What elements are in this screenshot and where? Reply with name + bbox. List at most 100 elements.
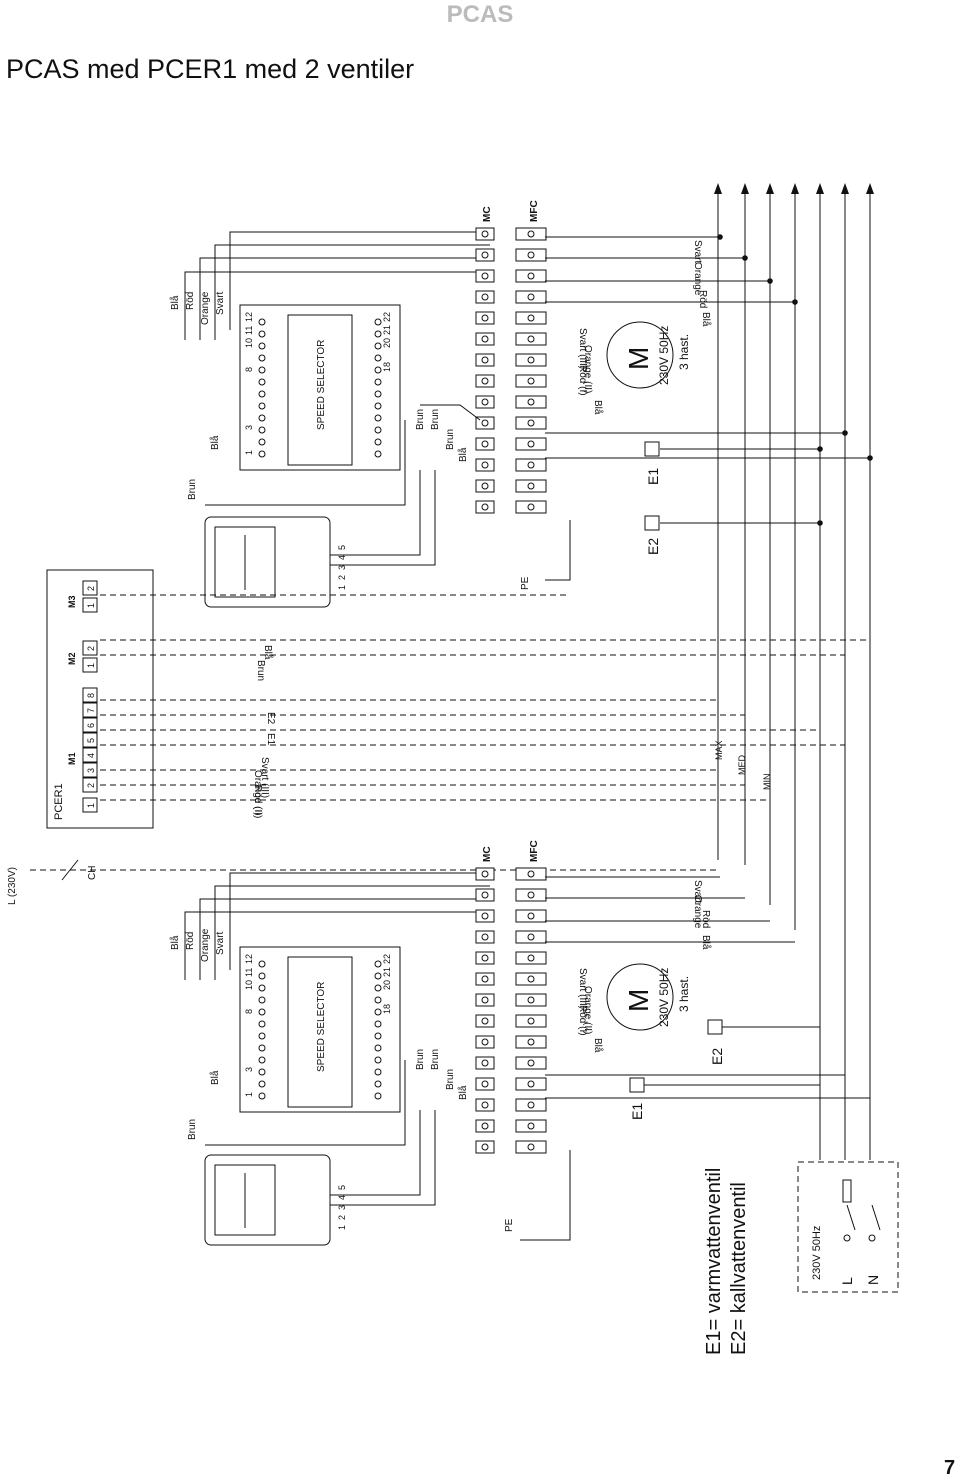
mfc-terminal [515,500,547,514]
terminal-screw [481,398,489,406]
mc-terminal [475,311,495,325]
terminal-screw [527,314,535,322]
bottom-motor-spec: 230V 50Hz [657,968,671,1027]
mc-terminal [475,500,495,514]
pcer1-bus-4: E1 [265,733,276,746]
top-motor-speeds: 3 hast. [677,334,691,370]
top-thermostat-t5: 5 [337,545,347,550]
terminal-screw [481,482,489,490]
top-right-wire-2: Orange [692,262,703,296]
selector-terminal [374,390,382,398]
selector-terminal [374,1008,382,1016]
pcer1-m1: M1 [67,752,77,765]
mfc-terminal [515,930,547,944]
terminal-screw [527,996,535,1004]
terminal-screw [527,503,535,511]
terminal-screw [481,1122,489,1130]
bottom-motor-wire-4: Svart (III) [577,968,588,1009]
pcer1-speed-max: MAX [714,740,724,760]
bottom-right-wire-1: Svart [692,880,703,904]
terminal-screw [481,335,489,343]
selector-terminal-label: 20 [382,338,392,348]
terminal-screw [481,912,489,920]
bottom-thermostat-t1: 1 [337,1225,347,1230]
bottom-valve-e1: E1 [629,1103,645,1120]
bottom-valve-e2: E2 [709,1048,725,1065]
mfc-terminal [515,416,547,430]
bottom-wire-label-bla: Blå [209,1070,221,1085]
selector-terminal [374,438,382,446]
terminal-screw [481,933,489,941]
mc-terminal [475,1014,495,1028]
bottom-right-wire-2: Orange [692,895,703,929]
pcer1-terminal-label: 2 [86,586,96,591]
terminal-screw [527,1017,535,1025]
top-wire-label-3: Orange [200,291,211,325]
mc-terminal [475,909,495,923]
bottom-mfc-label: MFC [529,840,540,862]
bottom-motor-symbol: M [623,989,654,1012]
terminal-screw [481,230,489,238]
terminal-screw [481,440,489,448]
brand-label: PCAS [447,1,514,28]
mc-terminal [475,479,495,493]
top-unit: Brun Blå Blå Röd Orange Svart SPEED SELE… [169,200,873,608]
selector-terminal [258,960,266,968]
top-wire-label-1: Blå [169,295,181,310]
mc-terminal [475,395,495,409]
pcer1-m3: M3 [67,595,77,608]
selector-terminal-label: 12 [244,954,254,964]
mfc-terminal [515,1098,547,1112]
pcer1-terminal-label: 2 [86,646,96,651]
bottom-pe-label: PE [504,1218,515,1232]
selector-terminal [374,318,382,326]
terminal-screw [481,891,489,899]
selector-terminal-label: 1 [244,450,254,455]
selector-terminal [374,1020,382,1028]
legend-e2: E2= kallvattenventil [728,1182,750,1355]
top-valve-e1: E1 [645,468,661,485]
selector-terminal-label: 10 [244,980,254,990]
terminal-screw [481,996,489,1004]
selector-terminal [258,402,266,410]
terminal-screw [481,314,489,322]
bottom-thermostat-t2: 2 [337,1215,347,1220]
selector-terminal-label: 22 [382,312,392,322]
terminal-screw [527,377,535,385]
selector-terminal-label: 21 [382,967,392,977]
selector-terminal [258,1056,266,1064]
top-motor-wire-1: Blå [592,400,604,415]
mc-terminal [475,867,495,881]
mc-terminal [475,888,495,902]
mc-terminal [475,930,495,944]
mfc-terminal [515,290,547,304]
mfc-terminal [515,269,547,283]
mc-terminal [475,951,495,965]
terminal-screw [481,1143,489,1151]
terminal-screw [481,272,489,280]
selector-terminal-label: 1 [244,1092,254,1097]
terminal-screw [527,1059,535,1067]
mfc-terminal [515,1077,547,1091]
pcer1-m2: M2 [67,652,77,665]
selector-terminal [258,330,266,338]
bottom-thermostat-t4: 4 [337,1195,347,1200]
supply-l: L [839,1277,855,1285]
terminal-screw [527,482,535,490]
mfc-terminal [515,248,547,262]
mfc-terminal [515,437,547,451]
selector-terminal [374,342,382,350]
supply-n: N [865,1275,881,1285]
mfc-terminal [515,972,547,986]
mc-terminal [475,248,495,262]
mfc-terminal [515,867,547,881]
terminal-screw [527,1143,535,1151]
selector-terminal [374,1032,382,1040]
legend-e1: E1= varmvattenventil [703,1168,725,1355]
terminal-screw [527,461,535,469]
terminal-screw [527,1122,535,1130]
top-thermostat-t4: 4 [337,555,347,560]
terminal-screw [527,272,535,280]
mc-terminal [475,437,495,451]
